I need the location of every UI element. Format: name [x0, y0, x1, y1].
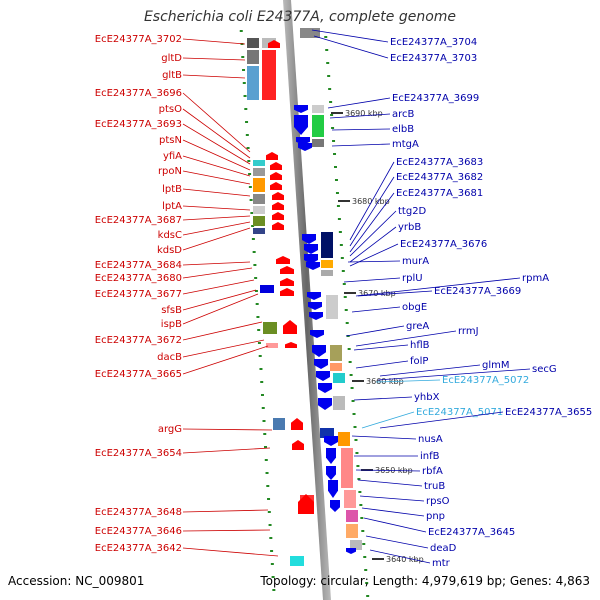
gene-label-left[interactable]: EcE24377A_3680: [95, 273, 182, 284]
gene-label-left[interactable]: ptsO: [159, 104, 182, 115]
gene-label-right[interactable]: EcE24377A_3703: [390, 53, 477, 64]
accession-text: Accession: NC_009801: [8, 574, 145, 588]
gene-label-left[interactable]: EcE24377A_3665: [95, 369, 182, 380]
gene-label-right[interactable]: EcE24377A_3676: [400, 239, 487, 250]
gene-label-left[interactable]: argG: [158, 424, 182, 435]
guide-dots: [239, 30, 370, 597]
gene-label-right[interactable]: rpmA: [522, 273, 549, 284]
gene-label-right[interactable]: folP: [410, 356, 428, 367]
gene-label-left[interactable]: EcE24377A_3648: [95, 507, 182, 518]
reverse-strand-genes: [294, 105, 356, 554]
gene-label-left[interactable]: dacB: [157, 352, 182, 363]
genome-axis: [283, 0, 331, 600]
gene-label-left[interactable]: EcE24377A_3672: [95, 335, 182, 346]
gene-label-right[interactable]: EcE24377A_3655: [505, 407, 592, 418]
gene-label-left[interactable]: ispB: [161, 319, 182, 330]
map-title: Escherichia coli E24377A, complete genom…: [143, 9, 457, 25]
gene-label-right[interactable]: rrmJ: [458, 326, 479, 337]
gene-label-left[interactable]: gltD: [161, 53, 182, 64]
gene-label-right[interactable]: mtr: [432, 558, 451, 569]
gene-label-left[interactable]: yfiA: [163, 151, 182, 162]
gene-label-right[interactable]: EcE24377A_5072: [442, 375, 529, 386]
gene-label-right[interactable]: EcE24377A_3645: [428, 527, 515, 538]
gene-label-right[interactable]: greA: [406, 321, 429, 332]
genome-summary-text: Topology: circular; Length: 4,979,619 bp…: [260, 574, 590, 588]
gene-label-right[interactable]: truB: [424, 481, 445, 492]
scale-tick-label: 3640 kbp: [386, 555, 424, 564]
gene-label-right[interactable]: mtgA: [392, 139, 419, 150]
gene-label-right[interactable]: pnp: [426, 511, 445, 522]
gene-label-right[interactable]: rplU: [402, 273, 423, 284]
gene-label-right[interactable]: rpsO: [426, 496, 450, 507]
gene-label-right[interactable]: EcE24377A_3682: [396, 172, 483, 183]
gene-label-right[interactable]: rbfA: [422, 466, 443, 477]
gene-label-left[interactable]: gltB: [162, 70, 182, 81]
gene-label-left[interactable]: lptB: [162, 184, 182, 195]
right-gene-labels: EcE24377A_3704EcE24377A_3703EcE24377A_36…: [311, 29, 592, 569]
gene-label-left[interactable]: EcE24377A_3642: [95, 543, 182, 554]
gene-label-left[interactable]: EcE24377A_3687: [95, 215, 182, 226]
gene-label-left[interactable]: rpoN: [158, 166, 182, 177]
gene-label-right[interactable]: EcE24377A_3704: [390, 37, 477, 48]
gene-label-right[interactable]: hflB: [410, 340, 430, 351]
scale-tick-label: 3690 kbp: [345, 109, 383, 118]
gene-label-right[interactable]: ttg2D: [398, 206, 427, 217]
gene-label-left[interactable]: EcE24377A_3693: [95, 119, 182, 130]
gene-label-left[interactable]: kdsD: [157, 245, 182, 256]
gene-label-left[interactable]: EcE24377A_3684: [95, 260, 182, 271]
gene-label-right[interactable]: secG: [532, 364, 557, 375]
gene-label-left[interactable]: EcE24377A_3654: [95, 448, 182, 459]
scale-tick-label: 3680 kbp: [352, 197, 390, 206]
gene-label-left[interactable]: kdsC: [158, 230, 182, 241]
gene-label-right[interactable]: EcE24377A_3699: [392, 93, 479, 104]
left-gene-labels: EcE24377A_3702 gltD gltB EcE24377A_3696 ptsO…: [95, 34, 279, 557]
gene-label-right[interactable]: yhbX: [414, 392, 440, 403]
gene-label-left[interactable]: EcE24377A_3677: [95, 289, 182, 300]
gene-label-right[interactable]: EcE24377A_3683: [396, 157, 483, 168]
gene-label-left[interactable]: sfsB: [161, 305, 182, 316]
gene-label-right[interactable]: glmM: [482, 360, 510, 371]
gene-label-right[interactable]: nusA: [418, 434, 443, 445]
forward-strand-genes: [266, 40, 314, 514]
gene-label-right[interactable]: EcE24377A_5071: [416, 407, 503, 418]
gene-label-right[interactable]: yrbB: [398, 222, 421, 233]
gene-label-left[interactable]: EcE24377A_3646: [95, 526, 182, 537]
gene-label-right[interactable]: EcE24377A_3669: [434, 286, 521, 297]
gene-label-left[interactable]: ptsN: [159, 135, 182, 146]
gene-label-right[interactable]: infB: [420, 451, 440, 462]
gene-label-left[interactable]: EcE24377A_3696: [95, 88, 182, 99]
gene-label-right[interactable]: obgE: [402, 302, 427, 313]
gene-label-right[interactable]: elbB: [392, 124, 414, 135]
gene-label-right[interactable]: murA: [402, 256, 429, 267]
gene-label-right[interactable]: arcB: [392, 109, 415, 120]
gene-label-right[interactable]: EcE24377A_3681: [396, 188, 483, 199]
gene-label-left[interactable]: lptA: [162, 201, 182, 212]
gene-label-left[interactable]: EcE24377A_3702: [95, 34, 182, 45]
gene-label-right[interactable]: deaD: [430, 543, 457, 554]
